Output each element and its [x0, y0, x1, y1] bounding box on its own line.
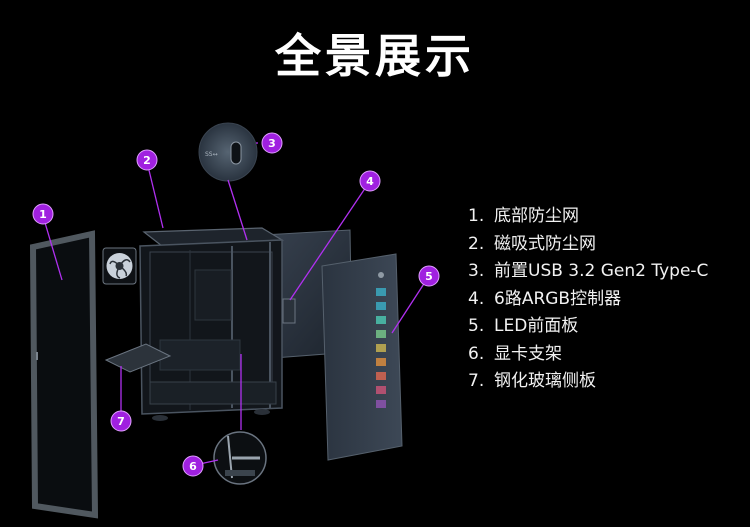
- legend-item: 7. 钢化玻璃侧板: [468, 368, 708, 396]
- callout-7-label: 7: [117, 415, 125, 428]
- component-legend: 1. 底部防尘网 2. 磁吸式防尘网 3. 前置USB 3.2 Gen2 Type-C…: [468, 203, 708, 396]
- legend-num: 7.: [468, 371, 485, 391]
- main-chassis: [139, 239, 283, 421]
- led-front-panel: [321, 253, 403, 461]
- svg-text:SS↔: SS↔: [205, 151, 218, 158]
- legend-num: 6.: [468, 343, 485, 364]
- legend-item: 5. LED前面板: [468, 313, 708, 341]
- legend-label: 前置USB 3.2 Gen2 Type-C: [494, 261, 709, 281]
- legend-num: 3.: [468, 261, 485, 281]
- legend-label: 显卡支架: [494, 343, 562, 364]
- callout-2-label: 2: [143, 154, 151, 167]
- callout-5: 5: [418, 265, 440, 287]
- legend-label: 钢化玻璃侧板: [494, 371, 596, 391]
- argb-controller: [282, 298, 296, 324]
- legend-num: 2.: [468, 233, 485, 254]
- usb-typec-zoom: SS↔: [198, 122, 258, 182]
- callout-4: 4: [359, 170, 381, 192]
- callout-2: 2: [136, 149, 158, 171]
- legend-item: 3. 前置USB 3.2 Gen2 Type-C: [468, 258, 708, 286]
- bottom-dust-filter: [104, 343, 172, 373]
- legend-item: 6. 显卡支架: [468, 341, 708, 369]
- legend-item: 4. 6路ARGB控制器: [468, 286, 708, 314]
- fan-icon: [102, 247, 137, 285]
- legend-label: 底部防尘网: [494, 206, 579, 226]
- legend-item: 1. 底部防尘网: [468, 203, 708, 231]
- gpu-bracket-zoom: [213, 431, 267, 485]
- legend-num: 5.: [468, 316, 485, 336]
- tempered-glass-panel: [29, 230, 99, 519]
- legend-item: 2. 磁吸式防尘网: [468, 231, 708, 259]
- callout-1: 1: [32, 203, 54, 225]
- page-title: 全景展示: [275, 29, 475, 83]
- callout-1-label: 1: [39, 208, 47, 221]
- callout-4-label: 4: [366, 175, 374, 188]
- callout-3: 3: [261, 132, 283, 154]
- legend-label: LED前面板: [494, 316, 579, 336]
- callout-6-label: 6: [189, 460, 197, 473]
- callout-3-label: 3: [268, 137, 276, 150]
- callout-5-label: 5: [425, 270, 433, 283]
- legend-label: 磁吸式防尘网: [494, 233, 596, 254]
- legend-label: 6路ARGB控制器: [494, 288, 622, 309]
- callout-7: 7: [110, 410, 132, 432]
- legend-num: 1.: [468, 206, 485, 226]
- callout-6: 6: [182, 455, 204, 477]
- legend-num: 4.: [468, 288, 485, 309]
